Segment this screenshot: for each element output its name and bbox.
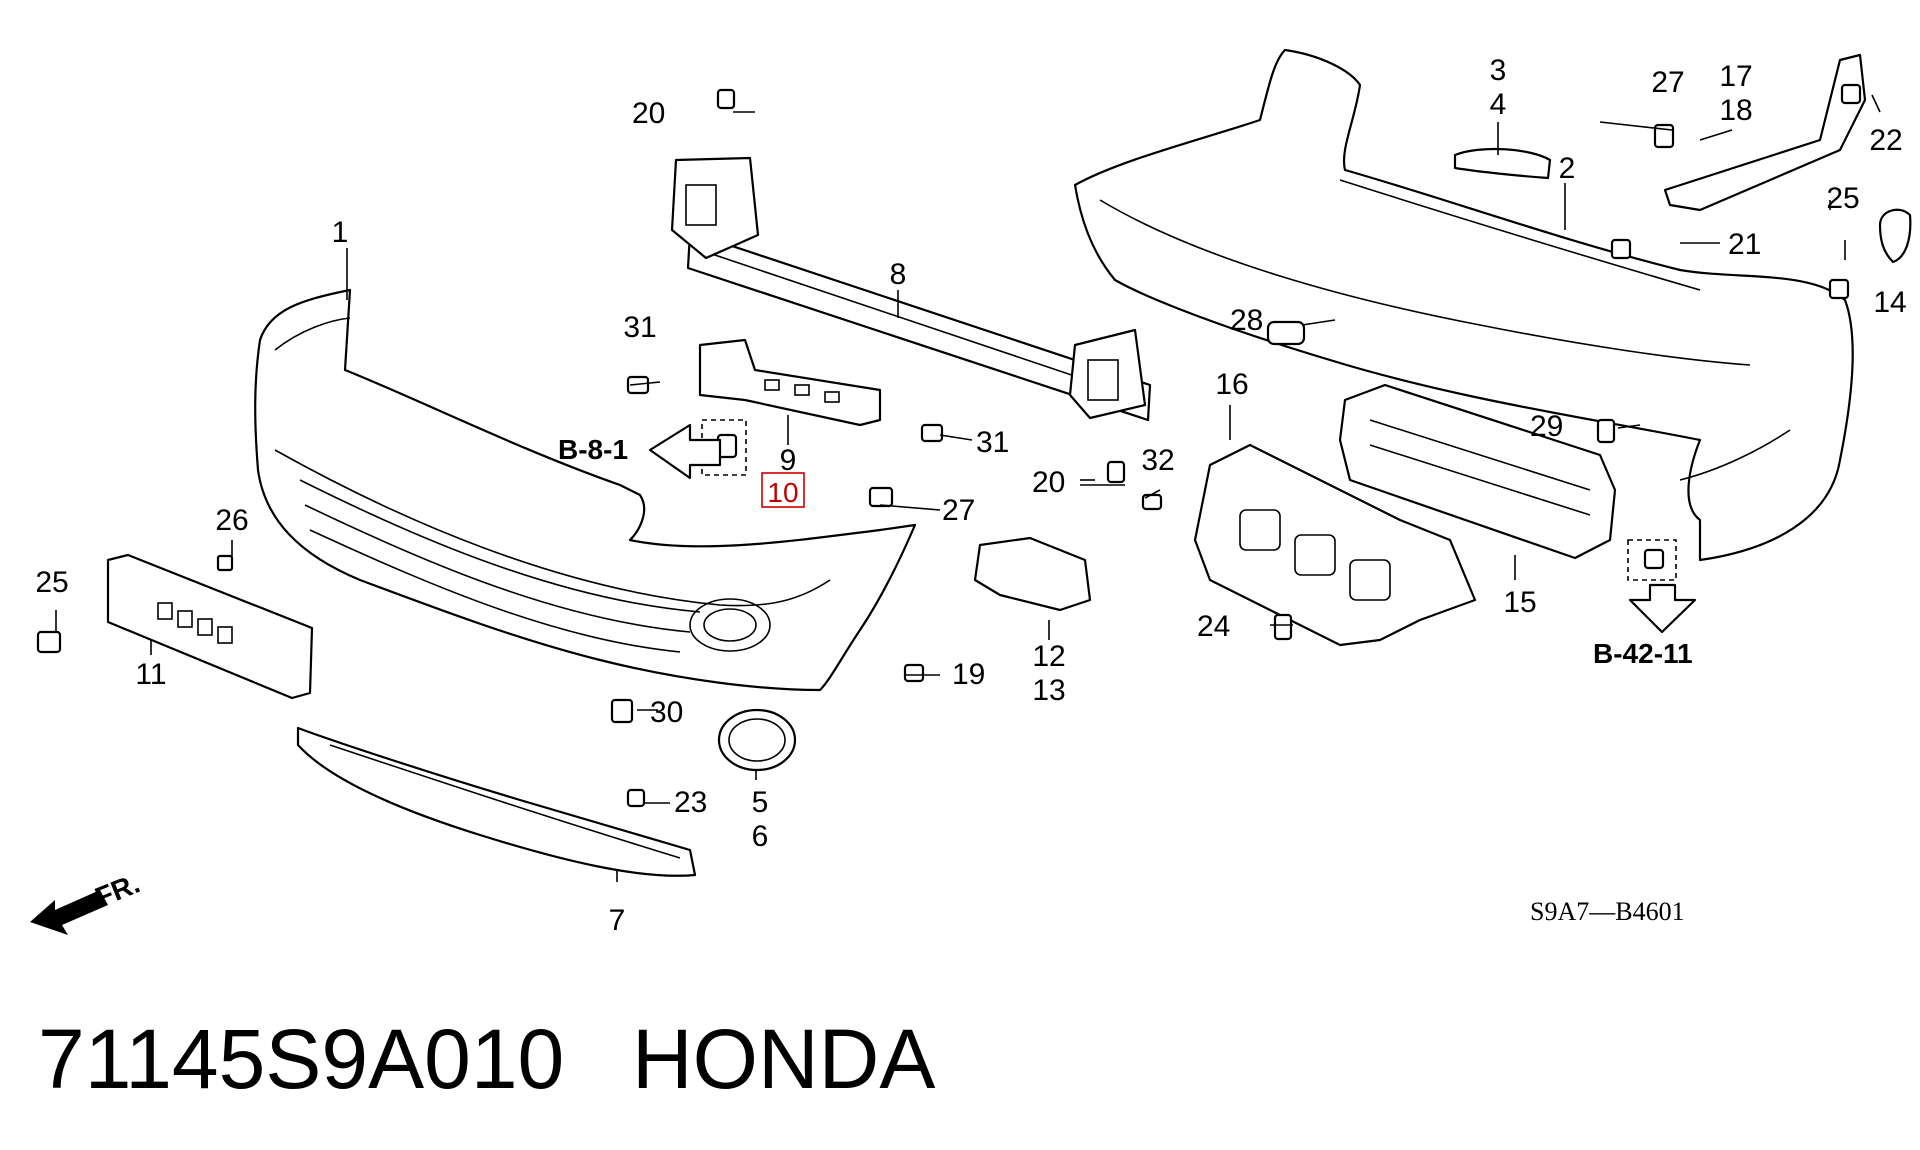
fr-direction-arrow	[30, 890, 108, 935]
ref-arrow-rear	[1628, 583, 1697, 634]
part-2-rear-bumper	[1073, 48, 1854, 562]
callout-3: 3	[1490, 54, 1507, 87]
part-17-bracket	[1663, 53, 1867, 212]
callout-30: 30	[650, 696, 683, 729]
callout-31b: 31	[976, 426, 1009, 459]
callout-27b: 27	[1651, 66, 1684, 99]
callout-2: 2	[1559, 152, 1576, 185]
part-15-absorber	[1338, 383, 1617, 560]
part-9-bracket	[698, 338, 882, 427]
callout-9: 9	[780, 444, 797, 477]
callout-32: 32	[1141, 444, 1174, 477]
callout-21: 21	[1728, 228, 1761, 261]
callout-24: 24	[1197, 610, 1230, 643]
callout-20b: 20	[1032, 466, 1065, 499]
caption-brand: HONDA	[632, 1012, 935, 1106]
diagram-code: S9A7—B4601	[1530, 897, 1685, 926]
part-5-fog-ring	[717, 708, 797, 772]
callout-13: 13	[1032, 674, 1065, 707]
callout-5: 5	[752, 786, 769, 819]
part-7-lower-spoiler	[296, 726, 697, 877]
callout-28: 28	[1230, 304, 1263, 337]
callout-7: 7	[609, 904, 626, 937]
part-3-reflector	[1453, 147, 1552, 180]
callout-23: 23	[674, 786, 707, 819]
part-12-bracket	[973, 536, 1092, 612]
callout-31a: 31	[623, 311, 656, 344]
callout-20a: 20	[632, 97, 665, 130]
callout-26: 26	[215, 504, 248, 537]
callout-17: 17	[1719, 60, 1752, 93]
callout-19: 19	[952, 658, 985, 691]
callout-11: 11	[135, 658, 166, 691]
ref-arrow-front	[648, 423, 722, 480]
callout-10: 10	[767, 477, 798, 508]
caption-part-number: 71145S9A010	[38, 1012, 564, 1106]
callout-4: 4	[1490, 88, 1507, 121]
callout-25a: 25	[35, 566, 68, 599]
part-1-front-bumper	[254, 288, 917, 692]
highlight-box	[761, 472, 805, 508]
callout-8: 8	[890, 258, 907, 291]
callout-1: 1	[332, 216, 349, 249]
callout-22: 22	[1869, 124, 1902, 157]
part-11-license-bracket	[106, 553, 314, 700]
callout-12: 12	[1032, 640, 1065, 673]
callout-18: 18	[1719, 94, 1752, 127]
callout-16: 16	[1215, 368, 1248, 401]
leader-lines	[55, 94, 1881, 882]
callout-15: 15	[1503, 586, 1536, 619]
part-16-absorber	[1193, 443, 1477, 647]
callout-27a: 27	[942, 494, 975, 527]
part-8-beam	[670, 156, 1152, 422]
callout-29: 29	[1530, 410, 1563, 443]
ref-rear-label: B-42-11	[1593, 638, 1693, 669]
ref-front-label: B-8-1	[558, 434, 628, 465]
part-14-cover	[1878, 208, 1912, 264]
direction-label: FR.	[91, 868, 144, 914]
callout-6: 6	[752, 820, 769, 853]
callout-14: 14	[1873, 286, 1906, 319]
fasteners	[36, 83, 1862, 808]
callout-25b: 25	[1826, 182, 1859, 215]
